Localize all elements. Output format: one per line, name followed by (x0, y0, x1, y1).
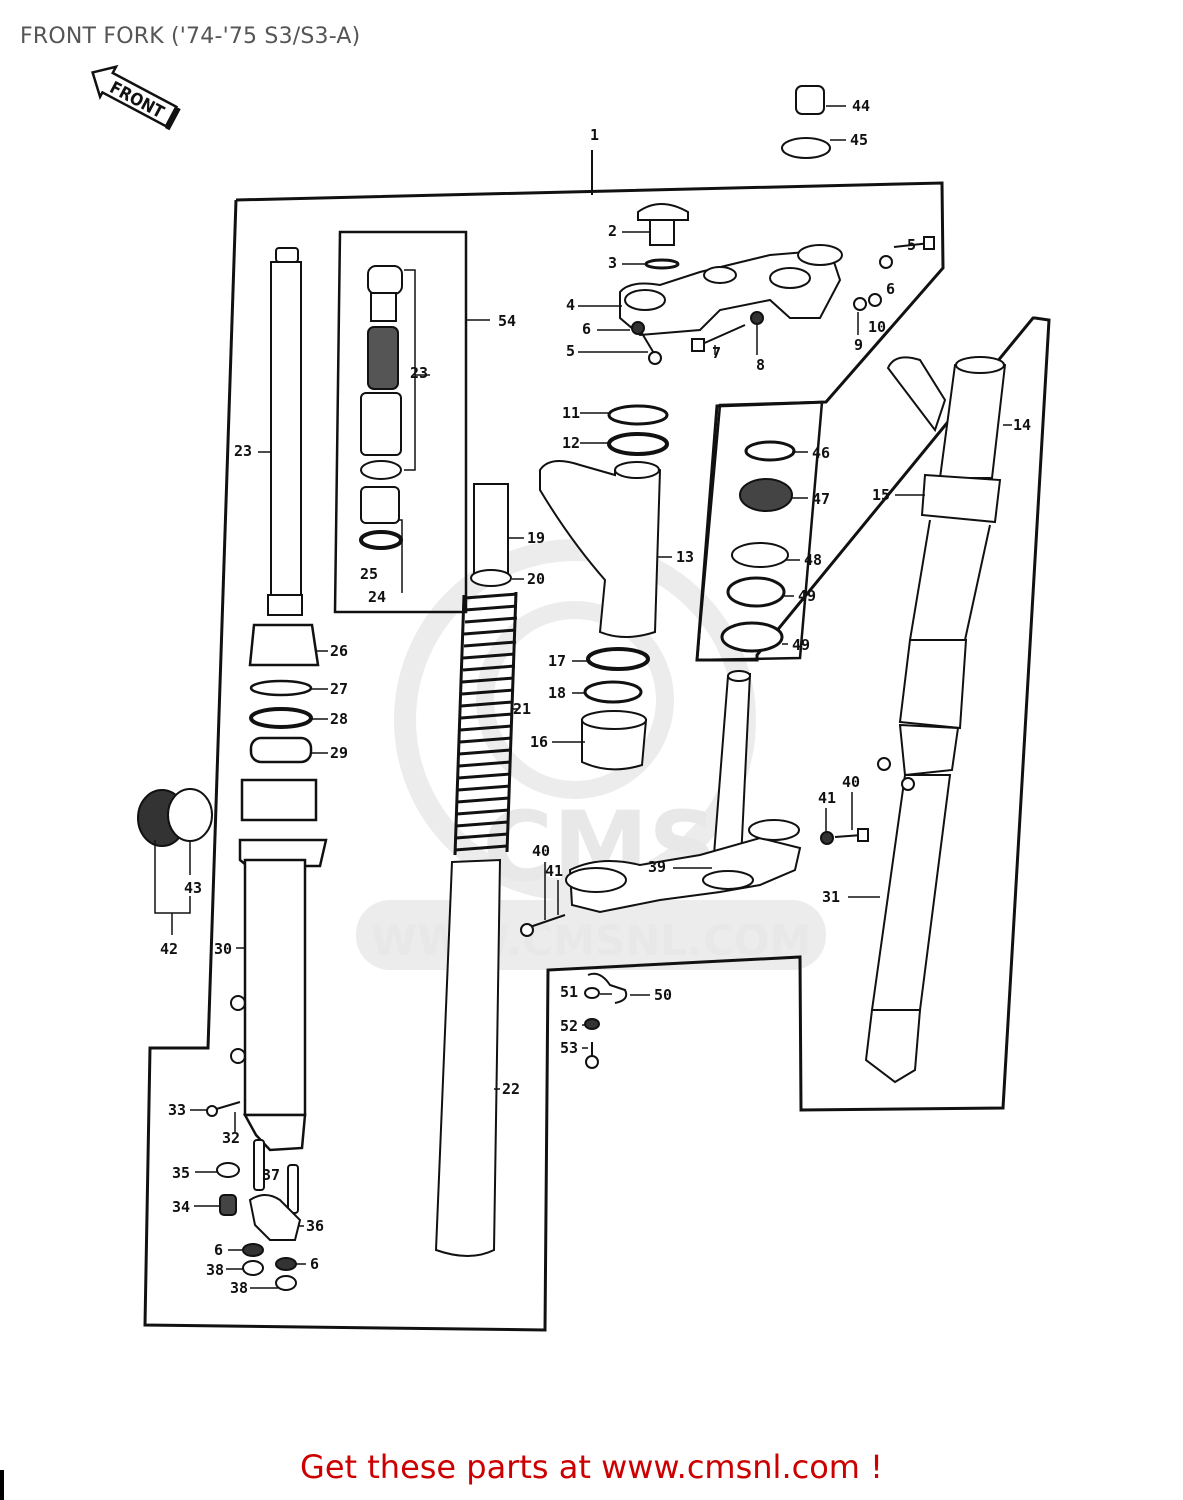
watermark-text: WWW.CMSNL.COM (371, 916, 812, 965)
part-callout-38: 38 (230, 1279, 248, 1297)
part-callout-38: 38 (206, 1261, 224, 1279)
part-callout-50: 50 (654, 986, 672, 1004)
part-callout-29: 29 (330, 744, 348, 762)
part-callout-4: 4 (566, 296, 575, 314)
part-callout-47: 47 (812, 490, 830, 508)
part-callout-43: 43 (184, 879, 202, 897)
part-callout-10: 10 (868, 318, 886, 336)
part-callout-13: 13 (676, 548, 694, 566)
part-callout-12: 12 (562, 434, 580, 452)
part-callout-23: 23 (234, 442, 252, 460)
page-title: FRONT FORK ('74-'75 S3/S3-A) (20, 24, 361, 49)
part-callout-20: 20 (527, 570, 545, 588)
part-callout-14: 14 (1013, 416, 1031, 434)
outer-tube-left (238, 778, 328, 1152)
upper-bracket (619, 203, 843, 337)
part-callout-52: 52 (560, 1017, 578, 1035)
part-callout-41: 41 (818, 789, 836, 807)
part-callout-11: 11 (562, 404, 580, 422)
bearing-subassembly-box (695, 400, 824, 662)
part-callout-16: 16 (530, 733, 548, 751)
part-callout-6: 6 (582, 320, 591, 338)
part-callout-37: 37 (262, 1166, 280, 1184)
inner-tube-left (267, 247, 303, 616)
part-callout-34: 34 (172, 1198, 190, 1216)
steering-stem (520, 670, 869, 937)
part-callout-32: 32 (222, 1129, 240, 1147)
fork-spring (453, 591, 518, 856)
part-callout-48: 48 (804, 551, 822, 569)
part-callout-46: 46 (812, 444, 830, 462)
part-callout-54: 54 (498, 312, 516, 330)
part-callout-7: 7 (712, 344, 721, 362)
axle-clamp-parts (206, 1101, 302, 1291)
part-callout-31: 31 (822, 888, 840, 906)
part-callout-53: 53 (560, 1039, 578, 1057)
leader-lines (190, 105, 1012, 1289)
part-callout-18: 18 (548, 684, 566, 702)
part-callout-45: 45 (850, 131, 868, 149)
part-callout-49: 49 (798, 587, 816, 605)
part-callout-8: 8 (756, 356, 765, 374)
part-callout-19: 19 (527, 529, 545, 547)
part-callout-40: 40 (532, 842, 550, 860)
damper-subassembly-box (333, 230, 468, 614)
part-callout-39: 39 (648, 858, 666, 876)
right-fork-assembly (864, 356, 1007, 1084)
cmsnl-promo-link[interactable]: Get these parts at www.cmsnl.com ! (300, 1448, 883, 1486)
part-callout-5: 5 (907, 236, 916, 254)
front-arrow-icon: FRONT (91, 64, 181, 131)
part-callout-15: 15 (872, 486, 890, 504)
clip-parts (584, 972, 628, 1069)
part-callout-3: 3 (608, 254, 617, 272)
part-callout-33: 33 (168, 1101, 186, 1119)
part-callout-51: 51 (560, 983, 578, 1001)
part-callout-25: 25 (360, 565, 378, 583)
part-callout-6: 6 (886, 280, 895, 298)
part-callout-17: 17 (548, 652, 566, 670)
part-callout-27: 27 (330, 680, 348, 698)
part-callout-21: 21 (513, 700, 531, 718)
part-callout-42: 42 (160, 940, 178, 958)
part-callout-30: 30 (214, 940, 232, 958)
bearing-parts (720, 440, 796, 653)
part-callout-22: 22 (502, 1080, 520, 1098)
part-callout-35: 35 (172, 1164, 190, 1182)
bolts (631, 236, 935, 365)
part-callout-44: 44 (852, 97, 870, 115)
part-callout-28: 28 (330, 710, 348, 728)
damper-parts (359, 265, 403, 550)
part-callout-24: 24 (368, 588, 386, 606)
part-callout-1: 1 (590, 126, 599, 144)
part-callout-2: 2 (608, 222, 617, 240)
part-callout-36: 36 (306, 1217, 324, 1235)
part-callout-9: 9 (854, 336, 863, 354)
part-callout-40: 40 (842, 773, 860, 791)
part-callout-6: 6 (310, 1255, 319, 1273)
part-callout-23: 23 (410, 364, 428, 382)
corner-mark (0, 1470, 4, 1500)
reflector-cap (137, 788, 213, 847)
part-callout-6: 6 (214, 1241, 223, 1259)
part-callout-5: 5 (566, 342, 575, 360)
callout-labels: 1234556678910111213141516171819202122232… (160, 97, 1031, 1297)
part-callout-26: 26 (330, 642, 348, 660)
part-callout-41: 41 (545, 862, 563, 880)
part-callout-49: 49 (792, 636, 810, 654)
